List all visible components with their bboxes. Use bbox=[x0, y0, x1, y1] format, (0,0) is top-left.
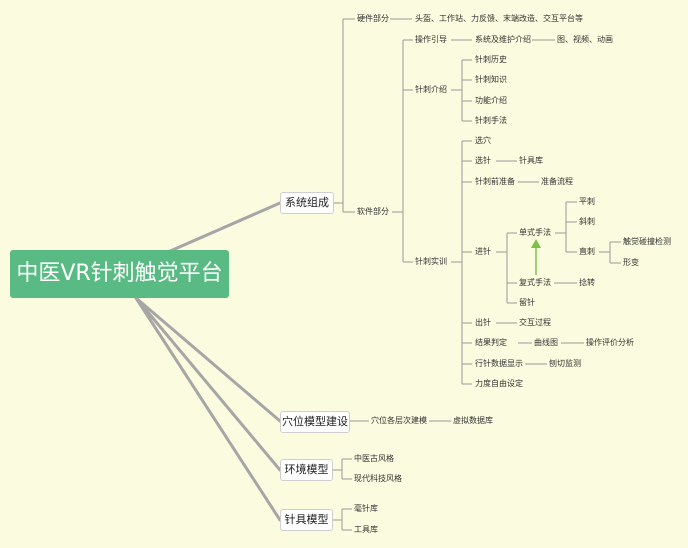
node-intro-technique[interactable]: 针刺手法 bbox=[474, 115, 508, 127]
node-software[interactable]: 软件部分 bbox=[356, 206, 390, 218]
node-evaluation[interactable]: 操作评价分析 bbox=[585, 337, 635, 349]
branch-connector-system bbox=[166, 201, 282, 254]
branch-needle[interactable]: 针具模型 bbox=[280, 509, 333, 531]
node-compound[interactable]: 复式手法 bbox=[518, 277, 552, 289]
node-acupoint-layers[interactable]: 穴位各层次建模 bbox=[370, 415, 428, 427]
connector-env-children bbox=[332, 458, 352, 480]
node-retain[interactable]: 留针 bbox=[518, 297, 536, 309]
node-guide[interactable]: 操作引导 bbox=[414, 34, 448, 46]
node-guide-detail[interactable]: 系统及维护介绍 bbox=[474, 34, 532, 46]
node-cut-monitor[interactable]: 刨切监测 bbox=[548, 358, 582, 370]
connector-software-children bbox=[392, 39, 413, 263]
node-curve[interactable]: 曲线图 bbox=[533, 337, 559, 349]
connector-intro-children bbox=[451, 59, 472, 122]
branch-system[interactable]: 系统组成 bbox=[280, 192, 334, 214]
node-oblique[interactable]: 斜刺 bbox=[578, 216, 596, 228]
node-prep-flow[interactable]: 准备流程 bbox=[540, 176, 574, 188]
connector-single-children bbox=[555, 201, 577, 253]
node-select-needle[interactable]: 选针 bbox=[474, 155, 492, 167]
arrow-compound-to-single bbox=[531, 239, 541, 275]
node-flat[interactable]: 平刺 bbox=[578, 196, 596, 208]
node-prep[interactable]: 针刺前准备 bbox=[474, 176, 516, 188]
node-single[interactable]: 单式手法 bbox=[518, 227, 552, 239]
connector-needle-children bbox=[332, 508, 352, 531]
node-insert[interactable]: 进针 bbox=[474, 246, 492, 258]
node-practice[interactable]: 针刺实训 bbox=[414, 256, 448, 268]
node-straight[interactable]: 直刺 bbox=[578, 246, 596, 258]
node-intro-function[interactable]: 功能介绍 bbox=[474, 95, 508, 107]
branch-acupoint[interactable]: 穴位模型建设 bbox=[280, 411, 350, 433]
node-interaction[interactable]: 交互过程 bbox=[518, 317, 552, 329]
branch-connector-needle bbox=[134, 296, 282, 522]
node-withdraw[interactable]: 出针 bbox=[474, 317, 492, 329]
connector-practice-children bbox=[451, 140, 472, 385]
node-env-ancient[interactable]: 中医古风格 bbox=[353, 453, 395, 465]
node-env-modern[interactable]: 现代科技风格 bbox=[353, 473, 403, 485]
node-intro[interactable]: 针刺介绍 bbox=[414, 84, 448, 96]
branch-env[interactable]: 环境模型 bbox=[280, 459, 333, 481]
node-force[interactable]: 力度自由设定 bbox=[474, 378, 524, 390]
node-result[interactable]: 结果判定 bbox=[474, 337, 508, 349]
node-deform[interactable]: 形变 bbox=[622, 257, 640, 269]
node-guide-media[interactable]: 图、视频、动画 bbox=[556, 34, 614, 46]
node-collision[interactable]: 触觉碰撞检测 bbox=[622, 236, 672, 248]
connector-system-children bbox=[333, 18, 355, 213]
node-needle-filiform[interactable]: 毫针库 bbox=[353, 503, 379, 515]
connector-straight-children bbox=[599, 241, 621, 264]
root-node[interactable]: 中医VR针刺触觉平台 bbox=[10, 250, 229, 298]
node-intro-knowledge[interactable]: 针刺知识 bbox=[474, 74, 508, 86]
node-needle-lib[interactable]: 针具库 bbox=[518, 155, 544, 167]
branch-connector-acupoint bbox=[134, 296, 282, 423]
node-hardware-detail[interactable]: 头盔、工作站、力反馈、末端改造、交互平台等 bbox=[414, 13, 584, 25]
node-needle-tools[interactable]: 工具库 bbox=[353, 524, 379, 536]
node-hardware[interactable]: 硬件部分 bbox=[356, 13, 390, 25]
node-intro-history[interactable]: 针刺历史 bbox=[474, 54, 508, 66]
node-select-point[interactable]: 选穴 bbox=[474, 135, 492, 147]
node-display[interactable]: 行针数据显示 bbox=[474, 358, 524, 370]
connector-insert-children bbox=[496, 232, 517, 304]
node-virtual-db[interactable]: 虚拟数据库 bbox=[452, 415, 494, 427]
branch-connector-env bbox=[134, 296, 282, 472]
node-twist[interactable]: 捻转 bbox=[578, 277, 596, 289]
